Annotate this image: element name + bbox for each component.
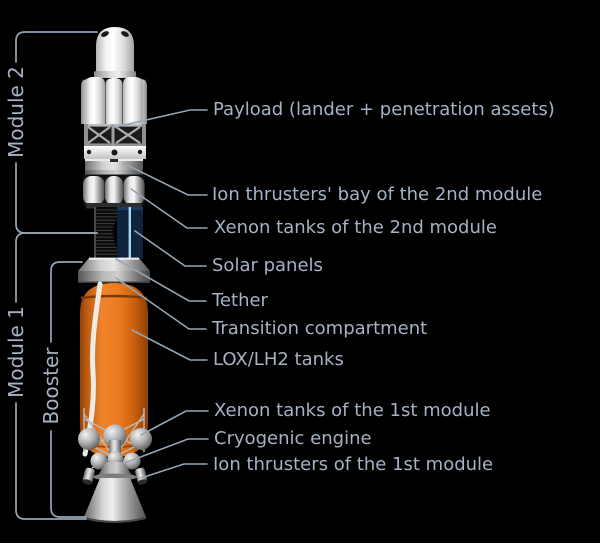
label-tether: Tether	[212, 290, 268, 311]
cryogenic-engine-bell	[84, 478, 146, 523]
label-solar-panels: Solar panels	[212, 255, 323, 276]
leader-ion-1	[140, 463, 208, 479]
payload-fairing-tubes	[81, 77, 147, 124]
rocket	[78, 27, 152, 523]
label-ion-1: Ion thrusters of the 1st module	[213, 454, 494, 475]
nose-cone	[94, 27, 136, 78]
brackets	[15, 31, 98, 520]
transition-compartment	[78, 257, 150, 283]
bracket-label-module-1: Module 1	[4, 306, 28, 398]
leader-xenon-1	[140, 410, 209, 436]
label-xenon-2: Xenon tanks of the 2nd module	[214, 217, 497, 238]
label-payload: Payload (lander + penetration assets)	[213, 99, 555, 120]
leader-transition	[115, 277, 207, 330]
ion-thrusters-1	[82, 467, 148, 485]
leader-ion-bay-2	[122, 162, 208, 196]
bracket-booster	[50, 261, 87, 518]
bracket-label-module-2: Module 2	[4, 66, 28, 158]
bracket-label-booster: Booster	[39, 347, 63, 425]
leader-lines	[114, 109, 209, 479]
leader-lox-lh2	[131, 329, 208, 361]
label-cryo-engine: Cryogenic engine	[214, 428, 372, 449]
leader-solar-panels	[134, 230, 207, 267]
leader-tether	[115, 258, 207, 302]
label-lox-lh2: LOX/LH2 tanks	[213, 349, 344, 370]
label-xenon-1: Xenon tanks of the 1st module	[214, 400, 491, 421]
bracket-module-1	[15, 232, 98, 520]
leader-cryo-engine	[121, 438, 209, 465]
instrument-ring	[84, 146, 146, 159]
leader-xenon-2	[130, 188, 208, 229]
leader-payload	[114, 109, 208, 128]
ion-thruster-bay-2	[85, 159, 143, 175]
label-ion-bay-2: Ion thrusters' bay of the 2nd module	[212, 184, 543, 205]
label-transition: Transition compartment	[212, 318, 428, 339]
truss-band	[84, 124, 146, 146]
